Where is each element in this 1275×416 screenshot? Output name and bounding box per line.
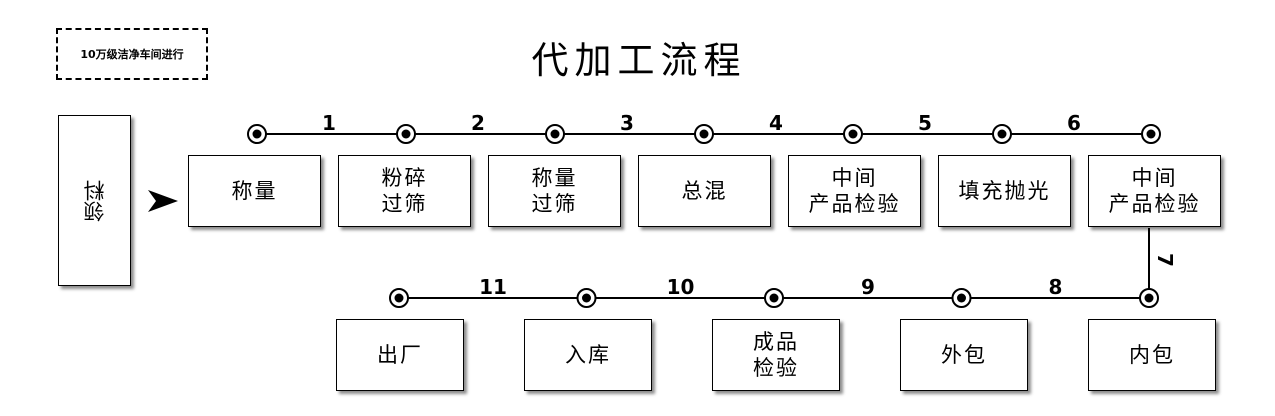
step-label-top: 5 [918,111,932,135]
connector-node-top [843,124,863,144]
process-box-top-5: 中间产品检验 [788,155,921,227]
process-box-bottom-3-label: 成品检验 [753,329,799,381]
process-box-bottom-1-label-line: 出厂 [377,343,423,367]
step-label-bottom: 10 [666,275,695,299]
process-box-bottom-2-label-line: 入库 [565,343,611,367]
process-box-bottom-3-label-line: 成品 [753,330,799,354]
connector-node-top [545,124,565,144]
step-label-bottom: 11 [479,275,507,299]
step-label-top: 1 [322,111,336,135]
connector-node-bottom [1139,288,1159,308]
cleanroom-badge-text: 10万级洁净车间进行 [80,48,184,61]
process-box-top-6-label-line: 填充抛光 [958,179,1051,203]
connector-node-bottom [389,288,409,308]
start-box-label: 领料 [82,179,107,222]
process-box-bottom-2-label: 入库 [565,342,611,368]
process-box-top-6: 填充抛光 [938,155,1071,227]
step-label-top: 3 [620,111,634,135]
process-box-top-5-label-line: 产品检验 [808,192,901,216]
process-box-bottom-4: 外包 [900,319,1028,391]
process-box-top-6-label: 填充抛光 [959,178,1051,204]
connector-node-top [247,124,267,144]
start-arrow-icon [148,190,178,212]
process-box-top-2-label-line: 粉碎 [381,166,428,190]
process-box-top-4-label-line: 总混 [681,179,728,203]
process-box-top-7-label-line: 产品检验 [1108,192,1201,216]
process-box-top-1-label: 称量 [232,178,278,204]
connector-node-top [694,124,714,144]
process-box-top-7-label-line: 中间 [1131,166,1178,190]
process-box-top-7-label: 中间产品检验 [1109,165,1201,217]
step-label-top: 2 [471,111,485,135]
process-box-top-5-label-line: 中间 [831,166,878,190]
start-box-material-pickup: 领料 [58,115,131,286]
connector-node-bottom [951,288,972,308]
process-box-top-3: 称量过筛 [488,155,621,227]
process-box-top-5-label: 中间产品检验 [809,165,901,217]
process-box-bottom-4-label: 外包 [941,342,987,368]
process-box-top-1: 称量 [188,155,321,227]
connector-node-bottom [576,288,597,308]
process-box-bottom-5-label-line: 内包 [1129,343,1175,367]
connector-node-bottom [764,288,784,308]
process-box-top-1-label-line: 称量 [231,179,278,203]
process-box-bottom-1-label: 出厂 [377,342,423,368]
connector-node-top [396,124,416,144]
process-box-bottom-3-label-line: 检验 [753,356,799,380]
process-box-bottom-2: 入库 [524,319,652,391]
process-box-bottom-3: 成品检验 [712,319,840,391]
cleanroom-badge: 10万级洁净车间进行 [56,28,208,80]
process-box-top-3-label-line: 称量 [531,166,578,190]
process-box-bottom-5: 内包 [1088,319,1216,391]
step-label-top: 6 [1067,111,1081,135]
connector-node-top [1141,124,1161,144]
connector-node-top [992,124,1012,144]
process-box-top-2: 粉碎过筛 [338,155,471,227]
process-box-bottom-5-label: 内包 [1129,342,1175,368]
process-box-top-3-label: 称量过筛 [532,165,578,217]
process-box-top-7: 中间产品检验 [1088,155,1221,227]
process-box-top-2-label-line: 过筛 [381,192,428,216]
process-box-top-2-label: 粉碎过筛 [382,165,428,217]
step-label-bottom: 9 [861,275,875,299]
diagram-title: 代加工流程 [531,39,747,82]
process-box-bottom-1: 出厂 [336,319,464,391]
step-label-vertical: 7 [1153,253,1177,267]
process-box-top-4-label: 总混 [682,178,728,204]
step-label-bottom: 8 [1048,275,1063,299]
step-label-top: 4 [769,111,783,135]
process-box-bottom-4-label-line: 外包 [941,343,987,367]
process-box-top-3-label-line: 过筛 [531,192,578,216]
process-box-top-4: 总混 [638,155,771,227]
